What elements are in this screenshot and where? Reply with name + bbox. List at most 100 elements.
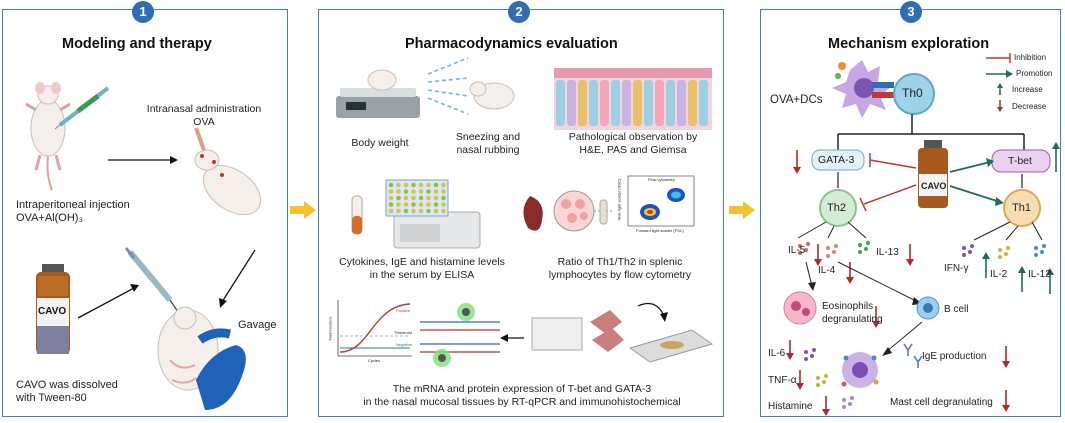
epithelial-cell — [644, 80, 653, 126]
il12-label: IL-12 — [1028, 269, 1051, 280]
tnfa-label: TNF-α — [768, 375, 797, 386]
ip-injection-label-line1: Intraperitoneal injection — [16, 199, 130, 211]
panel-3-number: 3 — [900, 1, 922, 23]
elisa-well — [388, 202, 394, 207]
cavo-mechanism-vial — [918, 140, 948, 208]
ova-dcs-label: OVA+DCs — [770, 94, 823, 106]
elisa-well — [396, 182, 401, 188]
legend-increase: Increase — [1012, 85, 1043, 94]
ige-production-label: IgE production — [922, 351, 987, 362]
epithelial-cell — [589, 80, 598, 126]
panel-arrow-1-2 — [290, 201, 316, 219]
elisa-well — [426, 189, 431, 194]
pathology-label-line1: Pathological observation by — [568, 131, 698, 143]
gata3-box — [811, 149, 865, 171]
spleen-icon — [523, 196, 543, 231]
panel-3-title: Mechanism exploration — [828, 36, 990, 52]
elisa-well — [388, 195, 394, 201]
epithelium-cells — [556, 80, 708, 126]
pcr-threshold-label: Threshold — [394, 330, 412, 335]
elisa-well — [426, 202, 431, 207]
pathology-label-line2: H&E, PAS and Giemsa — [579, 144, 687, 156]
sneezing-illustration — [427, 57, 469, 115]
elisa-well — [396, 195, 401, 201]
flow-plot-title: Flow cytometry — [648, 177, 675, 182]
panel-2-number: 2 — [508, 1, 530, 23]
ige-antibodies — [903, 343, 923, 368]
epithelial-cell — [688, 80, 697, 126]
elisa-well — [418, 182, 424, 188]
cavo-vial-icon — [36, 264, 70, 354]
intranasal-label: Intranasal administration — [146, 103, 262, 115]
elisa-well — [441, 195, 446, 201]
epithelial-cell — [677, 80, 686, 126]
panel-2-title: Pharmacodynamics evaluation — [405, 36, 618, 52]
panel-arrow-2-3 — [729, 201, 755, 219]
legend-decrease: Decrease — [1012, 102, 1047, 111]
ratio-label-line2: lymphocytes by flow cytometry — [548, 269, 692, 281]
epithelial-cell — [699, 80, 708, 126]
flow-plot-frame — [627, 175, 695, 227]
ratio-label-line1: Ratio of Th1/Th2 in splenic — [557, 256, 683, 268]
mrna-label-line1: The mRNA and protein expression of T-bet… — [392, 383, 652, 395]
mast-cell-label: Mast cell degranulating — [890, 397, 993, 408]
slide-icon — [628, 329, 714, 363]
cavo-dissolved-label-line2: with Tween-80 — [16, 392, 87, 404]
elisa-well — [403, 182, 409, 188]
il13-label: IL-13 — [876, 247, 899, 258]
pcr-curve-plot — [337, 300, 412, 357]
nasal-tissue-icon — [531, 310, 624, 352]
elisa-well — [433, 202, 439, 207]
cavo-vial-label: CAVO — [38, 306, 67, 317]
pcr-xlabel: Cycles — [368, 358, 381, 363]
ifng-label: IFN-γ — [944, 263, 969, 274]
elisa-well — [396, 208, 401, 214]
mrna-label-line2: in the nasal mucosal tissues by RT-qPCR … — [363, 396, 681, 408]
gavage-illustration — [157, 306, 246, 410]
b-cell-label: B cell — [944, 304, 969, 315]
legend-symbols — [986, 53, 1013, 112]
elisa-well — [418, 202, 424, 207]
gavage-label: Gavage — [238, 319, 277, 331]
th0-cell — [893, 73, 935, 115]
cytokines-label-line2: in the serum by ELISA — [369, 269, 475, 281]
test-tube-icon — [351, 195, 363, 235]
elisa-well — [403, 195, 409, 201]
il2-label: IL-2 — [990, 269, 1008, 280]
elisa-well — [411, 182, 416, 188]
elisa-well — [388, 208, 394, 214]
elisa-well — [441, 189, 446, 194]
epithelial-cell — [666, 80, 675, 126]
epithelial-cell — [655, 80, 664, 126]
panel-1-number: 1 — [132, 1, 154, 23]
elisa-well — [433, 195, 439, 201]
il6-label: IL-6 — [768, 348, 786, 359]
th1-cell — [1003, 189, 1041, 227]
elisa-well — [441, 182, 446, 188]
elisa-well — [403, 189, 409, 194]
il5-label: IL-5 — [788, 245, 806, 256]
histamine-label: Histamine — [768, 401, 813, 412]
legend-inhibition: Inhibition — [1014, 53, 1047, 62]
il4-label: IL-4 — [818, 265, 836, 276]
elisa-well — [426, 208, 431, 214]
mouse-injection-illustration — [25, 82, 110, 191]
ova-label: OVA — [193, 116, 215, 128]
dendritic-cell — [832, 60, 894, 118]
epithelial-cell — [633, 80, 642, 126]
cavo-mechanism-label: CAVO — [921, 181, 947, 191]
mediator-dots — [804, 348, 854, 409]
elisa-well — [403, 208, 409, 214]
elisa-well — [433, 208, 439, 214]
legend-promotion: Promotion — [1016, 69, 1053, 78]
elisa-well — [418, 208, 424, 214]
elisa-plate-wells — [388, 182, 446, 214]
sneezing-label-line1: Sneezing and — [455, 131, 521, 143]
scale-icon — [336, 69, 420, 118]
elisa-well — [411, 208, 416, 214]
elisa-well — [411, 202, 416, 207]
cavo-dissolved-label-line1: CAVO was dissolved — [16, 379, 118, 391]
